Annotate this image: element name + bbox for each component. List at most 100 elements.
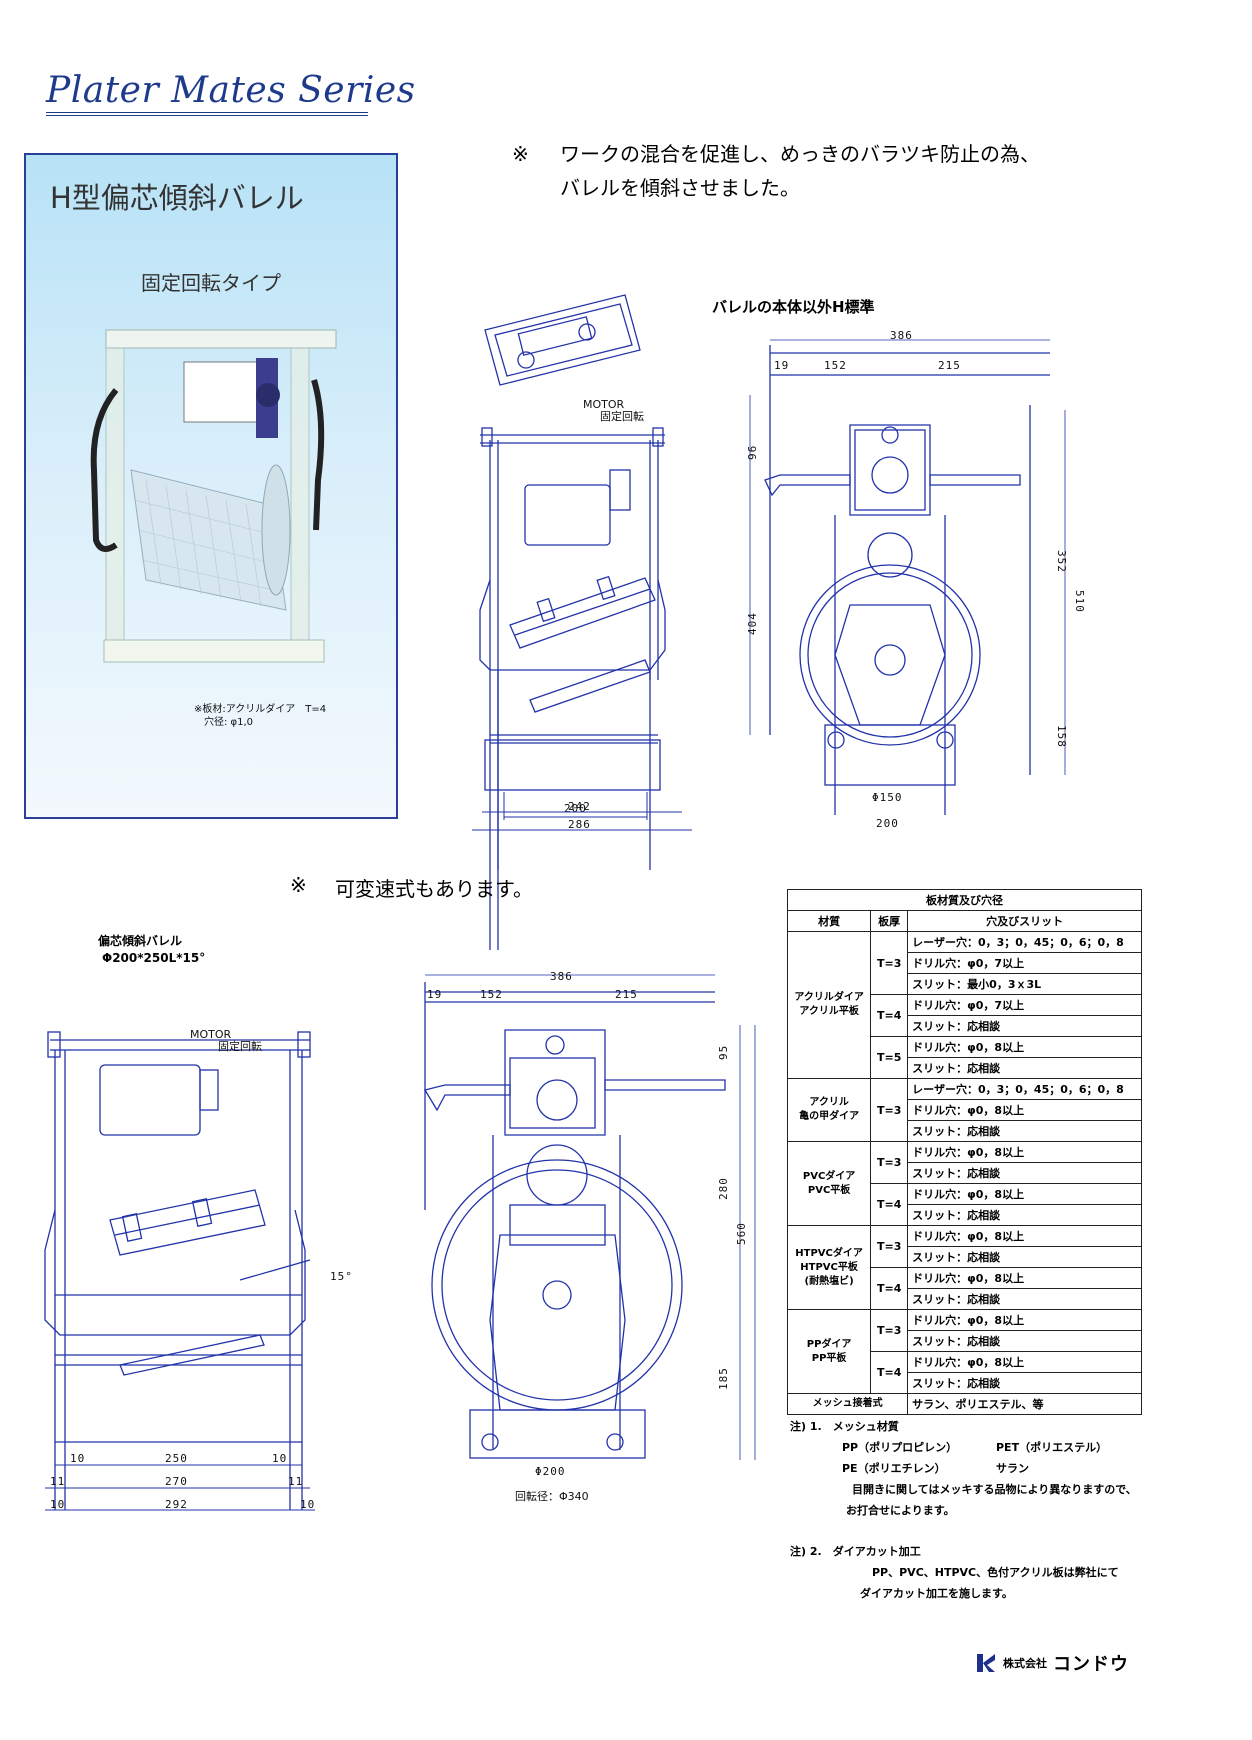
table-spec-cell: ドリル穴：φ0，7以上 bbox=[907, 952, 1142, 974]
table-thickness-cell: T=3 bbox=[870, 1141, 909, 1184]
table-spec-cell: スリット：応相談 bbox=[907, 1288, 1142, 1310]
series-title: Plater Mates Series bbox=[46, 70, 416, 111]
material-note-line: ※板材:アクリルダイア T=4 bbox=[194, 704, 327, 715]
dim-label: 152 bbox=[824, 359, 847, 372]
table-thickness-cell: T=3 bbox=[870, 1225, 909, 1268]
angle-label: 15° bbox=[330, 1270, 353, 1283]
table-spec-cell: ドリル穴：φ0，8以上 bbox=[907, 1267, 1142, 1289]
footnote-text: PP（ポリプロピレン） bbox=[842, 1441, 958, 1454]
company-prefix: 株式会社 bbox=[1003, 1657, 1047, 1670]
dim-label: 185 bbox=[717, 1367, 730, 1390]
table-spec-cell: スリット：応相談 bbox=[907, 1372, 1142, 1394]
table-header: 板厚 bbox=[870, 910, 909, 932]
table-row: メッシュ接着式サラン、ポリエステル、等 bbox=[786, 1393, 1142, 1415]
dim-label: 292 bbox=[165, 1498, 188, 1511]
dim-label: 250 bbox=[165, 1452, 188, 1465]
table-spec-cell: スリット：応相談 bbox=[907, 1057, 1142, 1079]
table-spec-cell: スリット：応相談 bbox=[907, 1204, 1142, 1226]
table-spec-cell: レーザー穴：0，3；0，45；0，6；0，8 bbox=[907, 1078, 1142, 1100]
motor-label: MOTOR bbox=[583, 398, 625, 411]
table-spec-cell: ドリル穴：φ0，8以上 bbox=[907, 1309, 1142, 1331]
dim-label: 10 bbox=[50, 1498, 65, 1511]
dim-label: 11 bbox=[50, 1475, 65, 1488]
table-spec-cell: ドリル穴：φ0，8以上 bbox=[907, 1225, 1142, 1247]
footnote-title: 注) 1. メッシュ材質 bbox=[790, 1420, 899, 1433]
table-spec-cell: サラン、ポリエステル、等 bbox=[907, 1393, 1142, 1415]
footnote-text: 目開きに関してはメッキする品物により異なりますので、 bbox=[852, 1483, 1137, 1496]
dim-label: 280 bbox=[717, 1177, 730, 1200]
title-underline bbox=[46, 112, 368, 113]
rotation-diameter-label: 回転径：Φ340 bbox=[515, 1490, 589, 1503]
dim-label: 242 bbox=[568, 800, 591, 813]
table-material-cell: アクリルダイアアクリル平板 bbox=[786, 931, 872, 1079]
company-logo-icon bbox=[977, 1654, 995, 1672]
dim-label: 510 bbox=[1073, 590, 1086, 613]
footnote-text: ダイアカット加工を施します。 bbox=[860, 1587, 1013, 1600]
note-mark: ※ bbox=[512, 142, 529, 166]
dim-label: 286 bbox=[568, 818, 591, 831]
dim-label: 158 bbox=[1055, 725, 1068, 748]
side-view-drawing-bottom: MOTOR 固定回転 15° 10 250 10 11 270 11 10 29… bbox=[44, 1028, 353, 1511]
dim-label: Φ150 bbox=[872, 791, 903, 804]
dim-label: 404 bbox=[746, 612, 759, 635]
table-title: 板材質及び穴径 bbox=[787, 889, 1142, 911]
company-logo: 株式会社 コンドウ bbox=[975, 1650, 1129, 1676]
dim-label: 270 bbox=[165, 1475, 188, 1488]
dim-label: 19 bbox=[774, 359, 789, 372]
table-row: スリット：応相談 bbox=[788, 1330, 1142, 1352]
table-thickness-cell: T=4 bbox=[870, 1183, 909, 1226]
table-spec-cell: スリット：応相談 bbox=[907, 1330, 1142, 1352]
dim-label: 96 bbox=[746, 445, 759, 460]
company-name: コンドウ bbox=[1053, 1654, 1129, 1675]
dim-label: 95 bbox=[717, 1045, 730, 1060]
barrel-photo bbox=[90, 329, 337, 663]
motor-sub-label: 固定回転 bbox=[218, 1039, 262, 1053]
table-spec-cell: ドリル穴：φ0，8以上 bbox=[907, 1351, 1142, 1373]
dim-label: 200 bbox=[876, 817, 899, 830]
table-spec-cell: スリット：最小0，3ｘ3L bbox=[907, 973, 1142, 995]
table-spec-cell: ドリル穴：φ0，7以上 bbox=[907, 994, 1142, 1016]
table-header-row: 材質板厚穴及びスリット bbox=[786, 910, 1142, 932]
side-view-drawing: MOTOR 固定回転 200 bbox=[479, 294, 666, 950]
table-thickness-cell: T=3 bbox=[870, 1078, 909, 1142]
front-view-drawing: 386 19 152 215 96 404 352 510 158 Φ150 2… bbox=[746, 329, 1086, 830]
table-thickness-cell: T=5 bbox=[870, 1036, 909, 1079]
dim-label: 352 bbox=[1055, 550, 1068, 573]
table-thickness-cell: T=4 bbox=[870, 994, 909, 1037]
variable-speed-note: 可変速式もあります。 bbox=[335, 877, 533, 901]
note-line: バレルを傾斜させました。 bbox=[560, 176, 800, 200]
table-spec-cell: ドリル穴：φ0，8以上 bbox=[907, 1036, 1142, 1058]
table-thickness-cell: T=4 bbox=[870, 1351, 909, 1394]
table-spec-cell: ドリル穴：φ0，8以上 bbox=[907, 1183, 1142, 1205]
table-spec-cell: ドリル穴：φ0，8以上 bbox=[907, 1099, 1142, 1121]
table-title-row: 板材質及び穴径 bbox=[787, 889, 1142, 911]
dim-label: 10 bbox=[70, 1452, 85, 1465]
footnotes: 注) 1. メッシュ材質 PP（ポリプロピレン） PET（ポリエステル） PE（… bbox=[790, 1416, 1137, 1604]
table-row: スリット：応相談 bbox=[788, 1288, 1142, 1310]
material-note: ※板材:アクリルダイア T=4 穴径: φ1,0 bbox=[194, 703, 326, 729]
table-row: ドリル穴：φ0，7以上 bbox=[788, 952, 1142, 974]
table-spec-cell: ドリル穴：φ0，8以上 bbox=[907, 1141, 1142, 1163]
table-row: スリット：応相談 bbox=[788, 1057, 1142, 1079]
front-view-drawing-bottom: 386 19 152 215 95 280 560 185 Φ200 回転径：Φ… bbox=[423, 970, 756, 1503]
dim-label: 560 bbox=[735, 1222, 748, 1245]
product-subtitle: 固定回転タイプ bbox=[141, 271, 281, 295]
motor-sub-label: 固定回転 bbox=[600, 409, 644, 423]
hole-note-line: 穴径: φ1,0 bbox=[204, 717, 254, 728]
table-spec-cell: スリット：応相談 bbox=[907, 1120, 1142, 1142]
footnote-text: PET（ポリエステル） bbox=[996, 1441, 1108, 1454]
drawing-caption: 偏芯傾斜バレル bbox=[98, 934, 183, 948]
drawing-caption: Φ200*250L*15° bbox=[102, 951, 206, 965]
dim-label: 386 bbox=[890, 329, 913, 342]
footnote-text: PE（ポリエチレン） bbox=[842, 1462, 946, 1475]
dim-label: 10 bbox=[300, 1498, 315, 1511]
product-panel: H型偏芯傾斜バレル 固定回転タイプ ※板材:アクリルダイア T=4 穴径: φ1… bbox=[24, 153, 398, 819]
